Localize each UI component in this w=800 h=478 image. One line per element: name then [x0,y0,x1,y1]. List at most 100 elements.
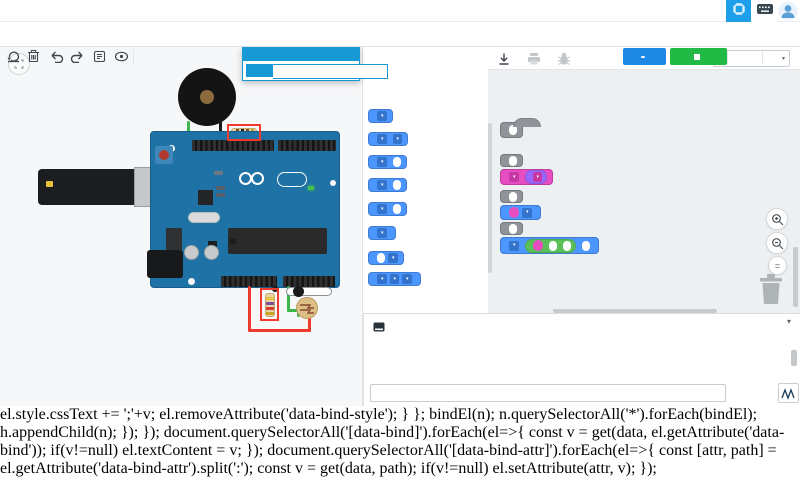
capacitor-square [198,190,213,205]
palette-block-play-speaker[interactable]: ▾ [368,202,407,216]
resistor-4k7[interactable] [265,293,275,317]
resistor-highlight-box [227,124,261,141]
title-bar [0,0,800,22]
mounting-hole [330,180,336,186]
palette-scrollbar[interactable] [488,123,492,273]
block-read-analog-pin[interactable]: ▾ [524,170,548,184]
analog-pin-header[interactable] [283,276,335,287]
wire-green-speaker[interactable] [187,121,190,134]
graph-view-button[interactable] [778,383,799,403]
collapse-caret-icon[interactable]: ▾ [787,317,792,326]
palette-block-set-pin[interactable]: ▾ ▾ [368,132,409,146]
undo-button[interactable] [48,48,64,64]
zoom-reset-button[interactable]: = [768,256,787,275]
code-icon [640,55,645,58]
serial-output[interactable] [370,333,788,379]
reset-button[interactable] [159,150,169,160]
serial-scrollbar[interactable] [791,350,797,366]
share-button[interactable] [763,48,797,65]
toolbar-divider [762,49,763,64]
workspace-hscrollbar[interactable] [553,309,717,313]
wire-red-5v[interactable] [248,329,311,332]
chip-icon [731,1,747,22]
block-map-range[interactable] [524,238,576,253]
power-pin-labels [221,261,277,275]
palette-block-stop-speaker[interactable]: ▾ [368,226,396,240]
uno-model-label [277,172,307,187]
circuits-chip-button[interactable] [726,0,751,22]
led-l [214,171,223,175]
debug-bug-icon[interactable] [557,52,571,71]
palette-block-serial-print[interactable]: ▾ [368,251,404,265]
toolbar [0,22,800,65]
variable-sensorreading[interactable] [532,240,543,251]
wire-green-a0[interactable] [287,286,290,312]
code-button[interactable] [623,48,666,65]
digital-pin-header[interactable] [192,140,274,151]
palette-block-rgb-led[interactable]: ▾ ▾ ▾ [368,272,421,286]
redo-button[interactable] [69,48,85,64]
keyboard-shortcuts-button[interactable] [752,0,777,22]
power-pin-header[interactable] [221,276,277,287]
rotate-button[interactable] [5,48,21,64]
user-avatar[interactable] [778,1,798,26]
export-button[interactable] [728,48,762,65]
blocks-workspace[interactable] [488,70,800,313]
crystal-oscillator [188,212,220,223]
workspace-vscrollbar[interactable] [793,247,798,307]
block-play-speaker-mapped[interactable]: ▾ [500,237,599,254]
block-comment-read-sensor[interactable] [500,154,523,167]
zoom-in-button[interactable] [766,208,788,230]
photoresistor[interactable] [296,297,318,319]
digital-pin-labels [192,151,336,164]
block-set-variable[interactable]: ▾ ▾ [500,169,554,185]
palette-block-set-builtin-led[interactable]: ▾ [368,109,393,123]
tinkercad-app: ▾ ▾ ▾ ▾ ▾ ▾ ▾ [0,0,800,406]
toolbar-divider [133,49,134,64]
keyboard-icon [756,2,774,21]
printer-icon[interactable] [527,52,541,71]
component-name-input[interactable] [273,64,388,79]
atmega-chip [228,228,327,254]
block-project-comment[interactable] [500,118,541,138]
icsp-pins [208,241,217,247]
stop-simulation-button[interactable] [670,48,727,65]
chevron-down-icon: ▾ [781,55,785,62]
voltage-regulator [166,228,182,250]
component-view-icon[interactable] [113,48,129,64]
tx-led [216,186,225,190]
speaker-center [200,90,214,104]
serial-monitor-icon [373,319,385,337]
trash-dropzone[interactable] [756,272,786,311]
wire-red-5v[interactable] [248,286,251,332]
light-intensity-slider[interactable] [286,287,332,296]
block-comment-map-reading[interactable] [500,222,523,235]
block-palette: ▾ ▾ ▾ ▾ ▾ ▾ ▾ [363,47,488,313]
wire-red-photoresistor[interactable] [308,316,311,332]
serial-input[interactable] [370,384,726,402]
palette-block-set-pwm-pin[interactable]: ▾ [368,155,407,169]
light-slider-knob[interactable] [293,286,304,297]
usb-plug-logo [46,181,53,187]
analog-pin-labels [283,261,335,275]
digital-pin-header[interactable] [278,140,336,151]
power-jack [147,250,183,278]
rx-led [216,193,225,197]
toolbar-divider [727,49,728,64]
delete-button[interactable] [25,48,41,64]
usb-cable-plug[interactable] [38,169,138,205]
wire-green-a0[interactable] [287,309,300,312]
download-code-button[interactable] [497,52,511,71]
notes-button[interactable] [91,48,107,64]
block-serial-print-variable[interactable]: ▾ [500,205,541,220]
mounting-hole [188,278,195,285]
on-led [308,186,314,190]
device-selector[interactable]: ▾ [713,50,790,67]
variable-sensorreading[interactable] [509,207,519,218]
zoom-out-button[interactable] [766,232,788,254]
stop-icon [693,53,700,60]
palette-block-servo[interactable]: ▾ [368,178,407,192]
arduino-logo [251,172,264,185]
block-comment-print-reading[interactable] [500,190,523,203]
resistor-4k7-highlight-box [260,288,279,321]
